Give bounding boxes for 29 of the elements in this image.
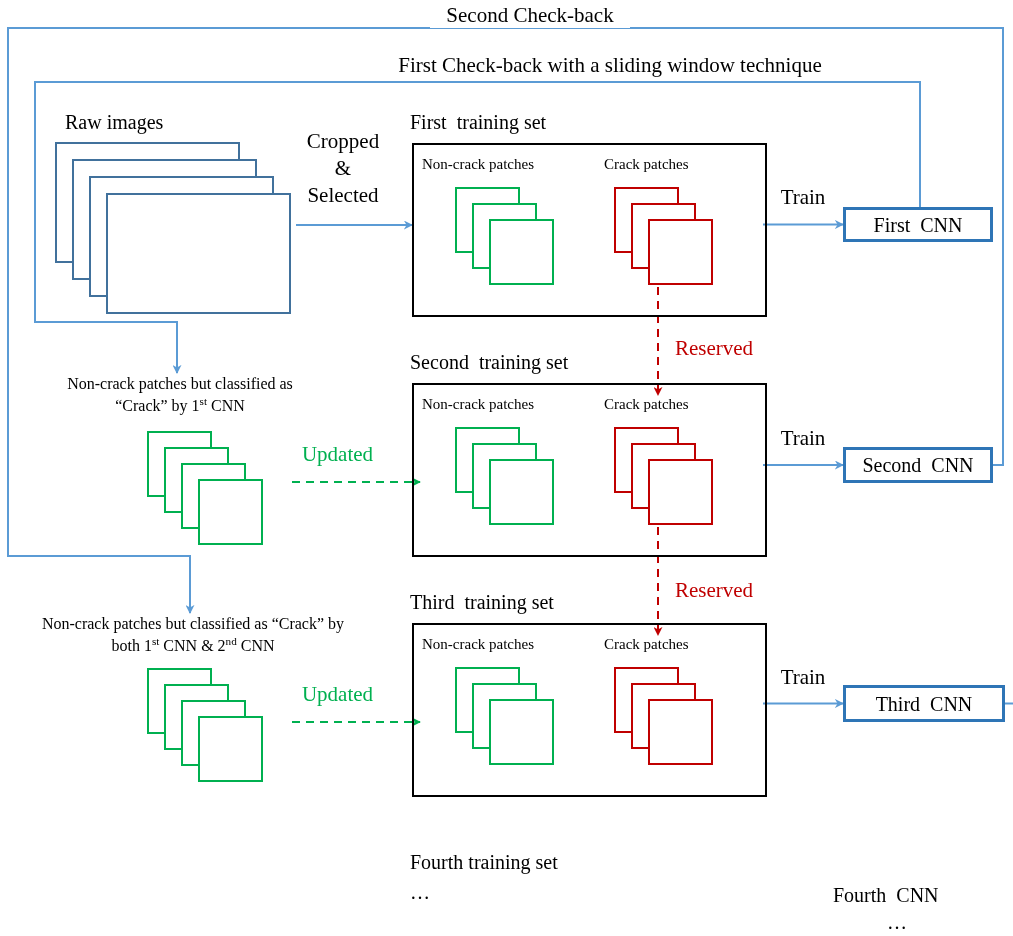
set-title: Second training set	[410, 350, 569, 374]
stack-title: Raw images	[65, 110, 164, 134]
patch-label: Crack patches	[604, 395, 689, 413]
arrow	[762, 460, 844, 470]
arrow	[762, 220, 844, 229]
stack-caption: Non-crack patches but classified as “Crack” by 1$^{st}$ CNN	[66, 374, 294, 417]
arrow	[291, 477, 421, 487]
patch-label: Crack patches	[604, 155, 689, 173]
ellipsis: …	[410, 880, 430, 904]
set-title: Third training set	[410, 590, 554, 614]
patch-label: Crack patches	[604, 635, 689, 653]
stack-caption: Non-crack patches but classified as “Crack” by both 1$^{st}$ CNN & 2$^{nd}$ CNN	[40, 614, 346, 656]
set-title: Fourth training set	[410, 850, 558, 874]
set-title: First training set	[410, 110, 547, 134]
patch-label: Non-crack patches	[422, 635, 535, 653]
patch-label: Non-crack patches	[422, 395, 535, 413]
model-box: Second CNN	[843, 447, 993, 483]
arrow	[295, 220, 413, 230]
model-box: First CNN	[843, 207, 993, 242]
arrow	[7, 27, 1004, 614]
ellipsis: …	[887, 910, 907, 934]
arrow	[34, 81, 921, 374]
arrow	[291, 717, 421, 727]
model-box: Third CNN	[843, 685, 1005, 722]
arrow	[762, 699, 844, 708]
patch-label: Non-crack patches	[422, 155, 535, 173]
arrow	[653, 526, 663, 636]
arrow	[653, 286, 663, 396]
model-title: Fourth CNN	[833, 883, 939, 907]
